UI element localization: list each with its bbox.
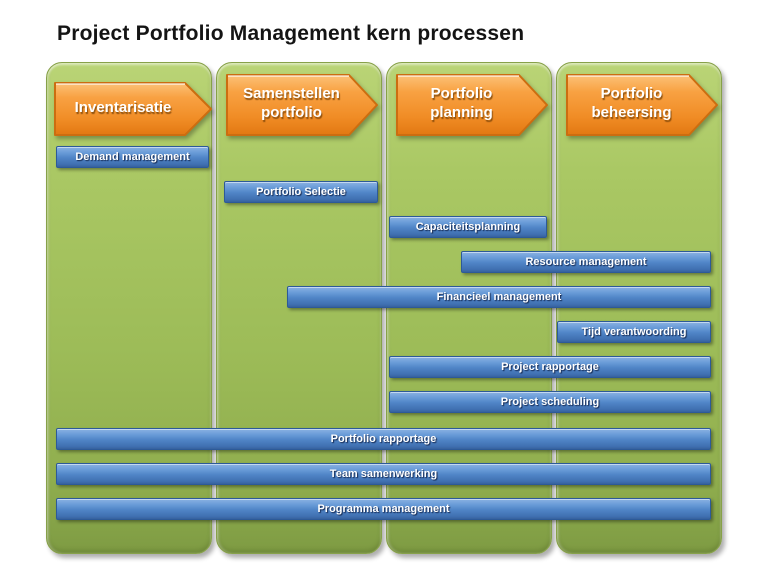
phase-arrow-icon (54, 82, 212, 136)
phase-label-line: Inventarisatie (74, 98, 172, 116)
process-bar-financieel-management: Financieel management (287, 286, 711, 308)
phase-arrow-icon (566, 74, 718, 136)
process-bar-portfolio-rapportage: Portfolio rapportage (56, 428, 711, 450)
process-bar-team-samenwerking: Team samenwerking (56, 463, 711, 485)
phase-label-line: Samenstellen (243, 85, 340, 102)
phase-label-line: Portfolio (430, 85, 493, 102)
phase-label-line: Portfolio (600, 85, 663, 102)
process-bar-tijd-verantwoording: Tijd verantwoording (557, 321, 711, 343)
slide-title: Project Portfolio Management kern proces… (57, 22, 525, 45)
process-bar-programma-management: Programma management (56, 498, 711, 520)
process-bar-project-scheduling: Project scheduling (389, 391, 711, 413)
process-bar-project-rapportage: Project rapportage (389, 356, 711, 378)
process-bar-demand-management: Demand management (56, 146, 209, 168)
phase-label-portfolio-beheersing: Portfolio beheersing (565, 73, 698, 133)
phase-label-line: portfolio (261, 104, 322, 121)
process-bar-capaciteitsplanning: Capaciteitsplanning (389, 216, 547, 238)
phase-label-inventarisatie: Inventarisatie (53, 81, 193, 133)
phase-label-line: beheersing (591, 104, 672, 121)
phase-label-samenstellen-portfolio: Samenstellen portfolio (225, 73, 358, 133)
phase-label-line: planning (430, 104, 493, 121)
process-bar-portfolio-selectie: Portfolio Selectie (224, 181, 378, 203)
phase-arrow-icon (226, 74, 378, 136)
process-bar-resource-management: Resource management (461, 251, 711, 273)
phase-arrow-icon (396, 74, 548, 136)
phase-label-portfolio-planning: Portfolio planning (395, 73, 528, 133)
